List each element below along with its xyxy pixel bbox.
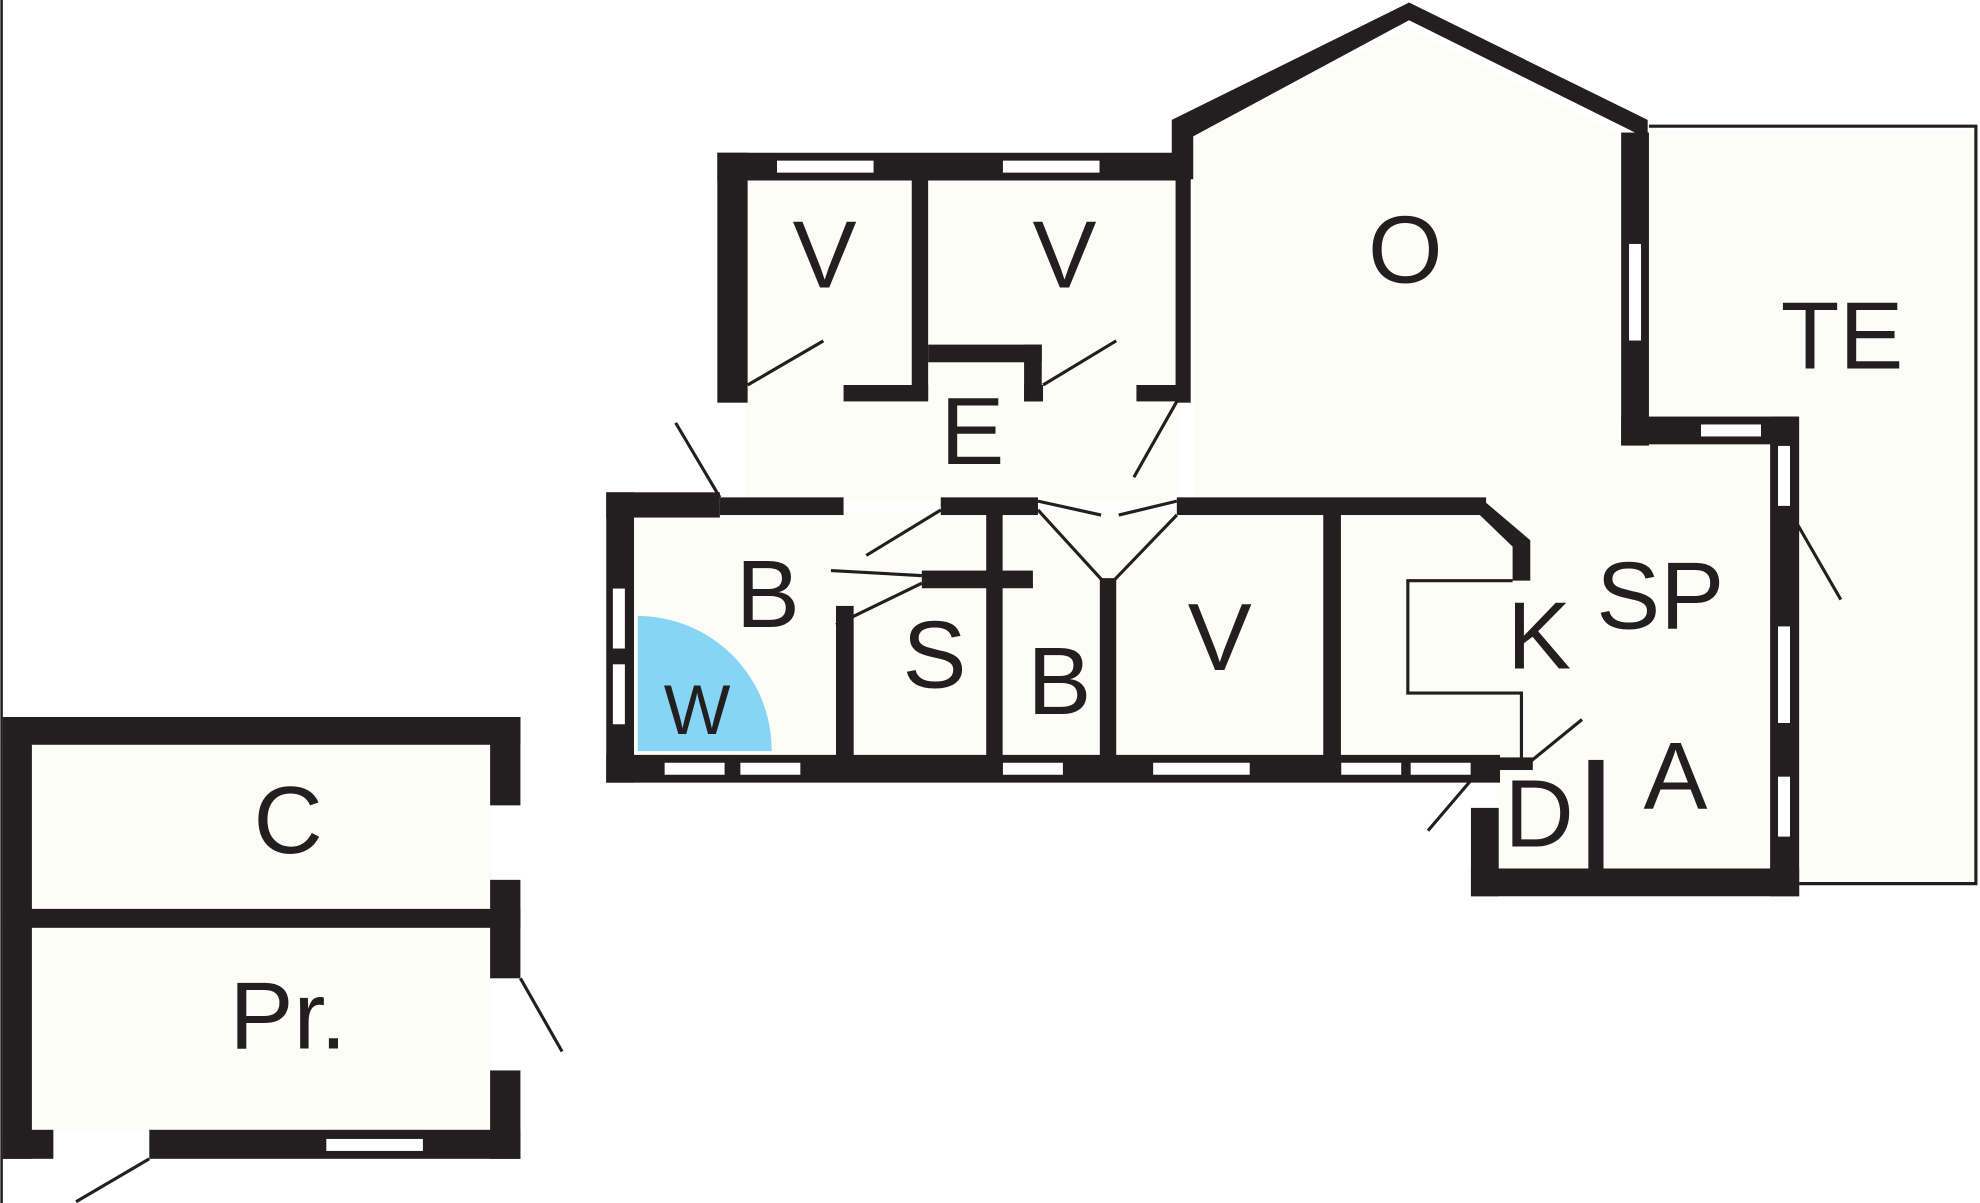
- room-label-sp: SP: [1596, 542, 1724, 649]
- wardrobe-swing-highlight: [637, 616, 772, 752]
- room-labels: V V O TE E B S B V K SP W A D C Pr.: [230, 196, 1904, 1069]
- room-label-c: C: [254, 767, 323, 874]
- room-label-b1: B: [736, 541, 800, 648]
- room-label-b2: B: [1027, 628, 1091, 735]
- windows: [323, 157, 1794, 1155]
- room-label-e: E: [940, 378, 1004, 485]
- floors: [30, 27, 1975, 1132]
- room-label-k: K: [1507, 583, 1571, 690]
- room-label-o: O: [1368, 196, 1443, 303]
- room-label-d: D: [1504, 761, 1573, 868]
- room-label-v3: V: [1188, 584, 1252, 691]
- terrace-outline: [1648, 124, 1978, 886]
- edge-line: [0, 0, 3, 1203]
- room-label-v2: V: [1032, 201, 1096, 308]
- room-label-w: W: [664, 670, 731, 749]
- room-label-a: A: [1643, 723, 1707, 830]
- room-label-te: TE: [1781, 282, 1904, 389]
- doors: [75, 339, 1843, 1203]
- room-label-pr: Pr.: [230, 963, 347, 1070]
- room-label-v1: V: [793, 201, 857, 308]
- room-label-s: S: [902, 602, 966, 709]
- fixtures: [830, 568, 1524, 760]
